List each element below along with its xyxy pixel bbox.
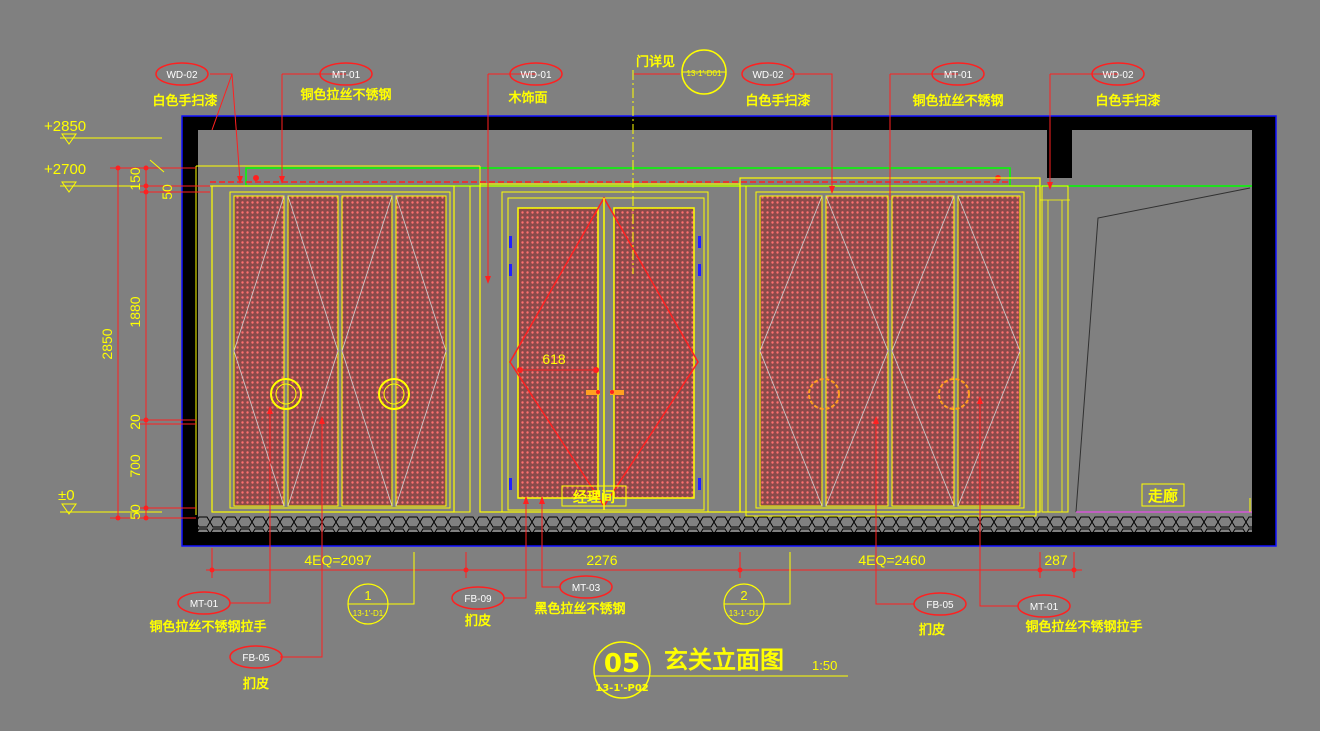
room-label-office: 经理间 bbox=[573, 489, 615, 506]
right-cabinet bbox=[739, 177, 1070, 517]
wall-frame bbox=[181, 115, 1277, 547]
dim-50-top: 50 bbox=[159, 184, 175, 200]
dim-2276: 2276 bbox=[586, 552, 617, 568]
material-label: 铜色拉丝不锈钢拉手 bbox=[148, 619, 266, 635]
material-label: 铜色拉丝不锈钢 bbox=[299, 87, 391, 103]
material-label: 铜色拉丝不锈钢 bbox=[911, 93, 1003, 109]
material-label: 白色手扫漆 bbox=[745, 93, 810, 109]
bottom-leaders bbox=[230, 400, 1018, 658]
section-ref: 13-1'-D1 bbox=[729, 609, 760, 618]
section-markers bbox=[347, 552, 791, 625]
material-label: 白色手扫漆 bbox=[152, 93, 217, 109]
bottom-tags bbox=[177, 575, 1071, 669]
tag-code: WD-02 bbox=[166, 70, 198, 81]
level-mark: +2850 bbox=[44, 118, 86, 135]
dim-50-bottom: 50 bbox=[127, 504, 143, 520]
material-label: 扪皮 bbox=[243, 676, 269, 692]
level-mark: ±0 bbox=[58, 487, 75, 504]
material-label: 黑色拉丝不锈钢 bbox=[534, 601, 625, 617]
tag-code: WD-02 bbox=[752, 70, 784, 81]
section-number: 2 bbox=[740, 588, 747, 603]
left-cabinet bbox=[211, 185, 471, 513]
dim-4eq-2460: 4EQ=2460 bbox=[858, 552, 926, 568]
material-label: 扪皮 bbox=[465, 613, 491, 629]
dim-2850: 2850 bbox=[99, 328, 115, 359]
dim-20: 20 bbox=[127, 414, 143, 430]
tag-code: FB-09 bbox=[464, 594, 492, 605]
level-mark: +2700 bbox=[44, 161, 86, 178]
tag-code: WD-01 bbox=[520, 70, 552, 81]
top-leaders bbox=[210, 73, 1118, 280]
dim-700: 700 bbox=[127, 454, 143, 478]
title-block bbox=[593, 641, 848, 699]
tag-code: FB-05 bbox=[242, 653, 270, 664]
section-ref: 13-1'-D1 bbox=[353, 609, 384, 618]
material-label: 白色手扫漆 bbox=[1095, 93, 1160, 109]
dim-618: 618 bbox=[542, 351, 566, 367]
dim-150: 150 bbox=[127, 167, 143, 191]
corridor-outline bbox=[1075, 187, 1251, 513]
material-label: 扪皮 bbox=[919, 622, 945, 638]
top-tags bbox=[155, 62, 1145, 86]
drawing-number: 05 bbox=[604, 649, 640, 679]
tag-code: MT-01 bbox=[332, 70, 361, 81]
leader-arrows bbox=[237, 176, 1053, 504]
tag-code: MT-01 bbox=[944, 70, 973, 81]
material-label: 铜色拉丝不锈钢拉手 bbox=[1024, 619, 1142, 635]
drawing-scale: 1:50 bbox=[812, 658, 837, 673]
tag-code: FB-05 bbox=[926, 600, 954, 611]
center-door bbox=[479, 70, 741, 513]
sheet-ref: 13-1'-P02 bbox=[595, 683, 649, 694]
tag-code: MT-01 bbox=[1030, 602, 1059, 613]
tag-code: WD-02 bbox=[1102, 70, 1134, 81]
door-ref-label: 门详见 bbox=[636, 54, 675, 70]
horizontal-dimensions bbox=[206, 548, 1082, 578]
tag-code: MT-03 bbox=[572, 583, 601, 594]
dim-4eq-2097: 4EQ=2097 bbox=[304, 552, 372, 568]
material-label: 木饰面 bbox=[507, 90, 547, 106]
dim-287: 287 bbox=[1044, 552, 1068, 568]
room-label-corridor: 走廊 bbox=[1148, 487, 1178, 505]
dim-1880: 1880 bbox=[127, 296, 143, 327]
section-number: 1 bbox=[364, 588, 371, 603]
tag-code: MT-01 bbox=[190, 599, 219, 610]
drawing-title: 玄关立面图 bbox=[664, 646, 784, 674]
vertical-dimensions bbox=[60, 133, 210, 521]
door-ref-code: 13-1'-D01 bbox=[687, 69, 722, 78]
